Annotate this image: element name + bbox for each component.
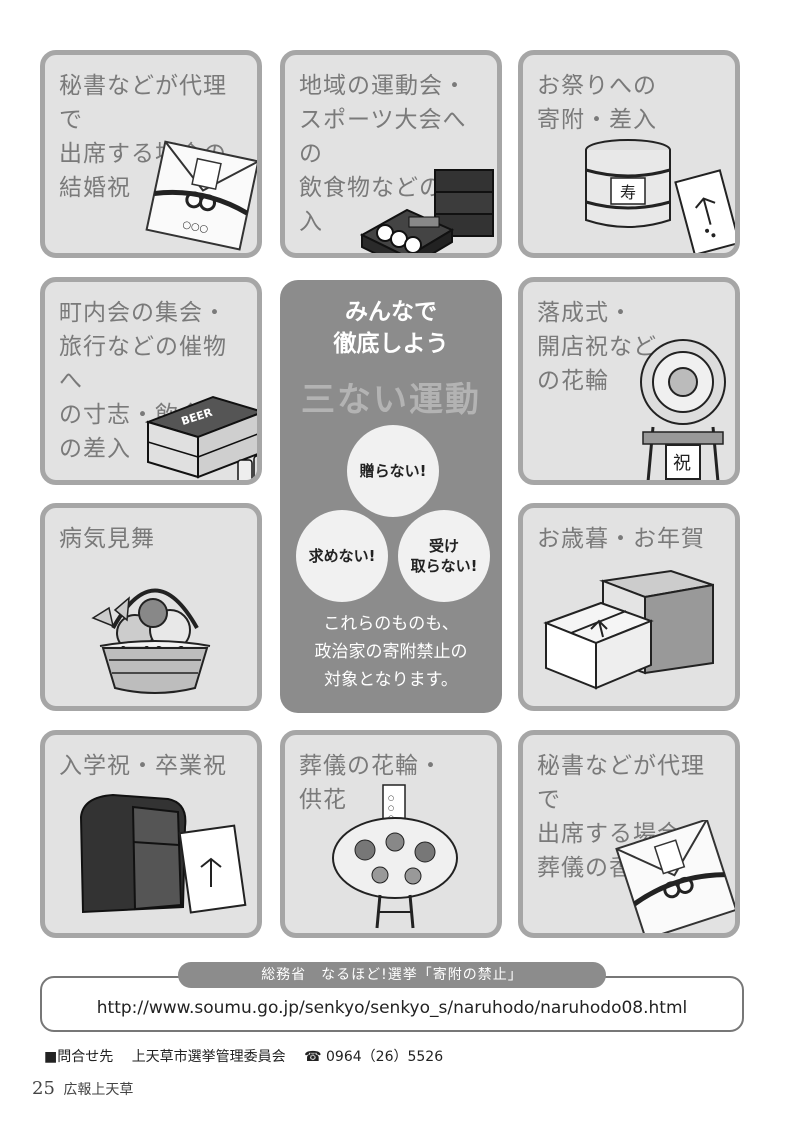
campaign-name: 三ない運動 — [301, 380, 481, 420]
tile-opening-wreath: 落成式・ 開店祝など の花輪 祝 — [518, 277, 740, 485]
tile-label: 町内会の集会・ 旅行などの催物へ の寸志・飲食物 の差入 — [59, 300, 227, 462]
tile-sick-visit: 病気見舞 — [40, 503, 262, 711]
tile-label: 病気見舞 — [59, 526, 155, 552]
wreath-sign: 祝 — [673, 453, 691, 474]
fruit-basket-icon — [91, 588, 211, 694]
tile-label: 落成式・ 開店祝など の花輪 — [537, 300, 657, 394]
tile-label: お祭りへの 寄附・差入 — [537, 73, 657, 133]
tile-label: お歳暮・お年賀 — [537, 526, 705, 552]
tile-festival-donation: お祭りへの 寄附・差入 寿 — [518, 50, 740, 258]
svg-text:○: ○ — [388, 804, 394, 812]
tile-wedding-gift: 秘書などが代理で 出席する場合の 結婚祝 ○○○ — [40, 50, 262, 258]
beer-case-icon: BEER — [144, 395, 257, 480]
tile-sports-event-gift: 地域の運動会・ スポーツ大会への 飲食物などの差入 — [280, 50, 502, 258]
campaign-note: これらのものも、 政治家の寄附禁止の 対象となります。 — [314, 614, 468, 690]
tile-year-end-gift: お歳暮・お年賀 — [518, 503, 740, 711]
contact-phone: ☎ 0964（26）5526 — [304, 1049, 444, 1065]
dont-give-circle: 贈らない! — [347, 425, 439, 517]
reference-tab: 総務省 なるほど!選挙「寄附の禁止」 — [178, 962, 606, 988]
dont-ask-circle: 求めない! — [296, 510, 388, 602]
tile-funeral-wreath: 葬儀の花輪・ 供花 ○ ○ ○ — [280, 730, 502, 938]
envelope-icon: ○○○ — [145, 140, 257, 251]
funeral-flower-icon: ○ ○ ○ — [332, 784, 458, 929]
tile-label: 入学祝・卒業祝 — [59, 753, 227, 779]
tile-label: 葬儀の花輪・ 供花 — [299, 753, 443, 813]
contact-org: 上天草市選挙管理委員会 — [131, 1049, 286, 1065]
flower-wreath-icon: 祝 — [640, 339, 726, 480]
tile-school-celebration: 入学祝・卒業祝 — [40, 730, 262, 938]
svg-text:○: ○ — [388, 794, 394, 802]
reference-url[interactable]: http://www.soumu.go.jp/senkyo/senkyo_s/n… — [96, 998, 688, 1018]
tile-label: 秘書などが代理で 出席する場合の 結婚祝 — [59, 73, 227, 201]
publication-name: 広報上天草 — [63, 1082, 134, 1098]
tile-label: 地域の運動会・ スポーツ大会への 飲食物などの差入 — [299, 73, 467, 235]
svg-text:○○○: ○○○ — [181, 219, 209, 235]
bento-box-icon — [359, 169, 494, 253]
condolence-envelope-icon — [615, 820, 735, 933]
contact-label: ■問合せ先 — [44, 1049, 114, 1065]
page-footer: 25 広報上天草 — [32, 1078, 133, 1099]
dont-accept-circle: 受け 取らない! — [398, 510, 490, 602]
three-no-campaign-panel: みんなで 徹底しよう 三ない運動 贈らない! 求めない! 受け 取らない! これ… — [280, 280, 502, 713]
contact-line: ■問合せ先 上天草市選挙管理委員会 ☎ 0964（26）5526 — [44, 1046, 457, 1066]
tile-neighborhood-event-gift: 町内会の集会・ 旅行などの催物へ の寸志・飲食物 の差入 BEER — [40, 277, 262, 485]
tile-condolence-money: 秘書などが代理で 出席する場合の 葬儀の香典 — [518, 730, 740, 938]
school-bag-icon — [79, 793, 247, 914]
sake-barrel-icon: 寿 — [585, 139, 735, 253]
gift-box-icon — [543, 569, 714, 690]
campaign-title: みんなで 徹底しよう — [333, 299, 449, 357]
svg-text:寿: 寿 — [620, 183, 636, 202]
page-number: 25 — [32, 1078, 55, 1099]
